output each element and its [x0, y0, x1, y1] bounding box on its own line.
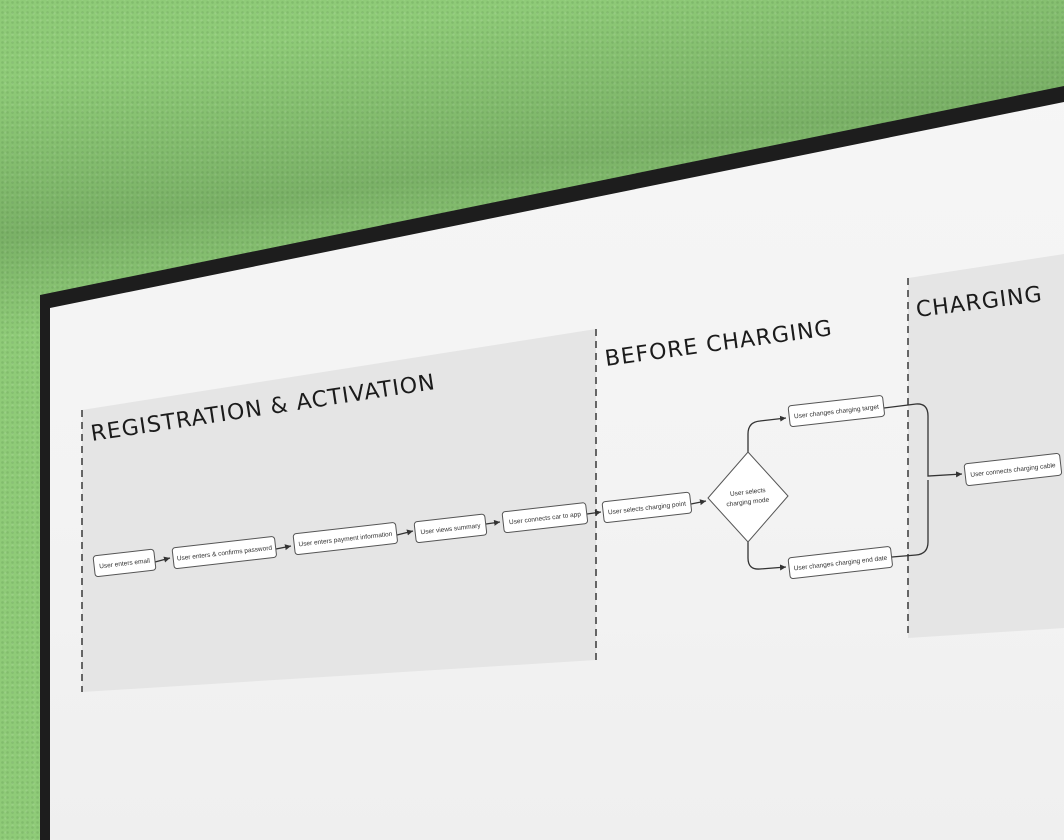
step-selects-point-box: [601, 491, 692, 524]
charging-zone: [908, 254, 1064, 638]
connector-target-to-cable: [883, 403, 963, 478]
connector-connect-car-to-select-point: [586, 509, 602, 516]
step-enters-payment-box: [292, 522, 398, 556]
connector-password-to-payment: [275, 544, 292, 551]
step-connects-car-box: [501, 502, 589, 534]
step-enters-password-box: [171, 536, 277, 570]
decision-selects-mode-diamond: [707, 451, 789, 543]
step-connects-cable-box: [963, 452, 1063, 487]
step-enters-email-box: [92, 548, 157, 578]
connector-end-date-to-cable: [891, 480, 929, 558]
decision-selects-mode-label-line2: charging mode: [726, 497, 770, 509]
step-changes-end-date-box: [787, 546, 893, 580]
connector-mode-to-end-date: [747, 542, 787, 571]
step-views-summary-box: [413, 513, 488, 544]
connector-payment-to-summary: [396, 529, 414, 536]
connector-select-point-to-mode: [690, 499, 707, 506]
decision-selects-mode-label-line1: User selects: [730, 487, 767, 498]
connector-mode-to-target: [747, 415, 787, 452]
step-changes-target-box: [787, 395, 885, 428]
connector-summary-to-connect-car: [485, 519, 501, 526]
connector-email-to-password: [154, 556, 171, 563]
registration-zone: [82, 329, 596, 692]
before-charging-section-title: BEFORE CHARGING: [603, 316, 834, 372]
